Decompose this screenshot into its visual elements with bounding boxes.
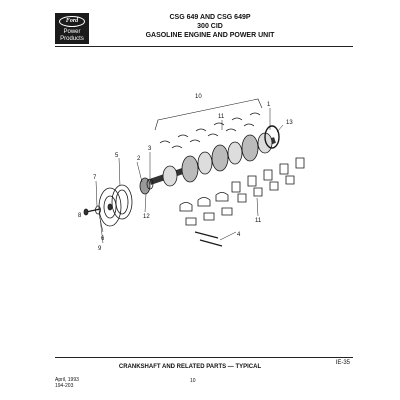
figure-caption: CRANKSHAFT AND RELATED PARTS — TYPICAL — [118, 364, 262, 370]
callout-8: 8 — [78, 213, 82, 219]
rear-seal — [264, 125, 280, 149]
callout-labels: 1 2 3 4 5 6 7 8 9 10 11 11 12 13 — [78, 94, 293, 252]
logo-brand: Ford — [59, 16, 85, 27]
callout-13: 13 — [286, 120, 293, 126]
callout-1: 1 — [267, 102, 271, 108]
crankshaft — [149, 132, 276, 187]
logo-line-1: Power — [63, 29, 81, 35]
callout-11-upper: 11 — [218, 114, 225, 120]
callout-3: 3 — [148, 146, 152, 152]
header-displacement: 300 CID — [197, 23, 223, 30]
figure-code: IE-35 — [335, 360, 350, 366]
publication-date: April, 1993 194-203 — [55, 377, 79, 389]
callout-2: 2 — [137, 156, 141, 162]
footer-rule — [55, 357, 353, 358]
callout-10: 10 — [195, 94, 202, 100]
page-number: 10 — [190, 378, 196, 384]
page-header: CSG 649 AND CSG 649P 300 CID GASOLINE EN… — [100, 13, 320, 40]
callout-12: 12 — [143, 214, 150, 220]
date-line-1: April, 1993 — [55, 377, 79, 383]
callout-9: 9 — [98, 246, 102, 252]
ford-logo: Ford Power Products — [55, 13, 89, 44]
callout-7: 7 — [93, 175, 97, 181]
header-model: CSG 649 AND CSG 649P — [169, 14, 251, 21]
callout-11-lower: 11 — [255, 218, 262, 224]
callout-6: 6 — [101, 236, 105, 242]
damper-pulley — [98, 184, 133, 227]
date-line-2: 194-203 — [55, 383, 74, 389]
callout-5: 5 — [115, 153, 119, 159]
upper-bearings — [159, 112, 261, 149]
main-bearing-caps — [231, 157, 305, 203]
rod-caps — [179, 192, 233, 226]
header-rule — [55, 46, 353, 47]
header-description: GASOLINE ENGINE AND POWER UNIT — [145, 32, 275, 39]
callout-4: 4 — [237, 232, 241, 238]
logo-line-2: Products — [60, 36, 84, 42]
